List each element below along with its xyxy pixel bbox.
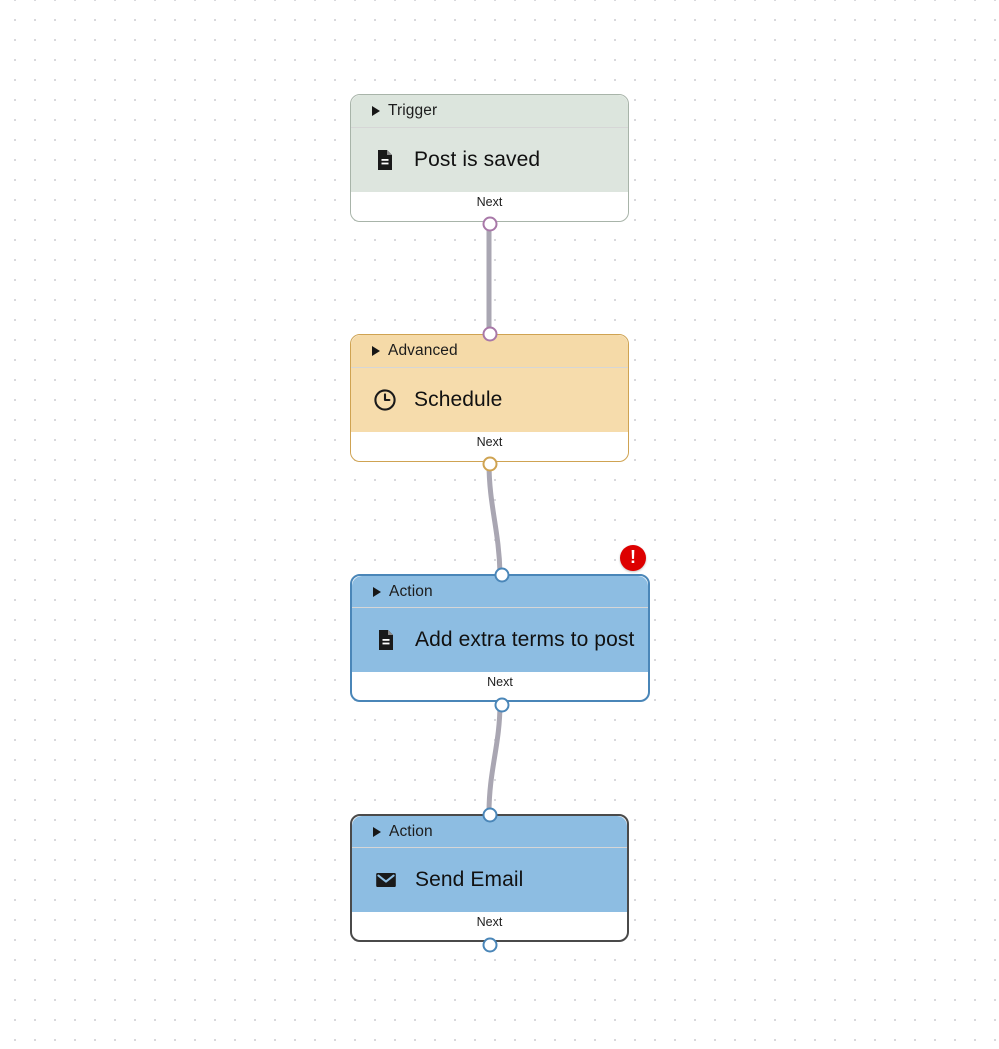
handle-action2-input[interactable] (482, 807, 497, 823)
chevron-right-icon[interactable] (373, 826, 381, 837)
handle-action1-input[interactable] (494, 567, 510, 583)
node-action-send-email[interactable]: Action Send Email Next (350, 807, 629, 953)
node-footer-label: Next (476, 914, 503, 929)
clock-icon (372, 387, 398, 413)
handle-action1-output[interactable] (494, 697, 510, 713)
edge-advanced-to-action1[interactable] (486, 460, 503, 576)
node-header[interactable]: Trigger (351, 95, 628, 128)
chevron-right-icon[interactable] (373, 586, 381, 597)
node-footer-next[interactable]: Next (351, 192, 628, 221)
node-action-add-extra-terms[interactable]: Action Add extra terms to post Next (350, 567, 650, 713)
divider (352, 847, 627, 848)
node-kind-label: Trigger (388, 102, 438, 120)
node-footer-next[interactable]: Next (352, 671, 648, 700)
handle-advanced-input[interactable] (482, 326, 497, 342)
node-kind-label: Advanced (388, 342, 458, 360)
chevron-right-icon[interactable] (372, 106, 380, 117)
document-icon (373, 627, 399, 653)
node-footer-label: Next (487, 674, 513, 689)
handle-advanced-output[interactable] (482, 456, 497, 472)
handle-trigger-output[interactable] (482, 216, 497, 232)
document-icon (372, 147, 398, 173)
node-title: Send Email (415, 867, 524, 891)
node-title: Add extra terms to post (415, 627, 635, 651)
node-body[interactable]: Send Email (352, 847, 627, 912)
node-title: Post is saved (414, 148, 541, 172)
node-footer-next[interactable]: Next (351, 432, 628, 461)
divider (351, 127, 628, 129)
node-advanced-schedule[interactable]: Advanced Schedule Next (350, 326, 629, 472)
node-footer-label: Next (476, 195, 503, 210)
node-body[interactable]: Schedule (351, 368, 628, 433)
error-badge[interactable]: ! (620, 545, 646, 571)
edge-action1-to-action2[interactable] (486, 700, 503, 816)
node-body[interactable]: Add extra terms to post (352, 607, 648, 672)
handle-action2-output[interactable] (482, 937, 497, 953)
divider (352, 607, 648, 608)
node-header[interactable]: Action (352, 816, 627, 848)
node-kind-label: Action (389, 582, 433, 600)
envelope-icon (373, 867, 399, 893)
node-body[interactable]: Post is saved (351, 128, 628, 193)
chevron-right-icon[interactable] (372, 346, 380, 357)
node-title: Schedule (414, 388, 503, 412)
node-footer-next[interactable]: Next (352, 911, 627, 940)
divider (351, 367, 628, 369)
node-footer-label: Next (476, 435, 503, 450)
node-kind-label: Action (389, 822, 433, 840)
error-badge-symbol: ! (630, 547, 636, 567)
node-trigger-post-is-saved[interactable]: Trigger Post is saved Next (350, 94, 629, 232)
